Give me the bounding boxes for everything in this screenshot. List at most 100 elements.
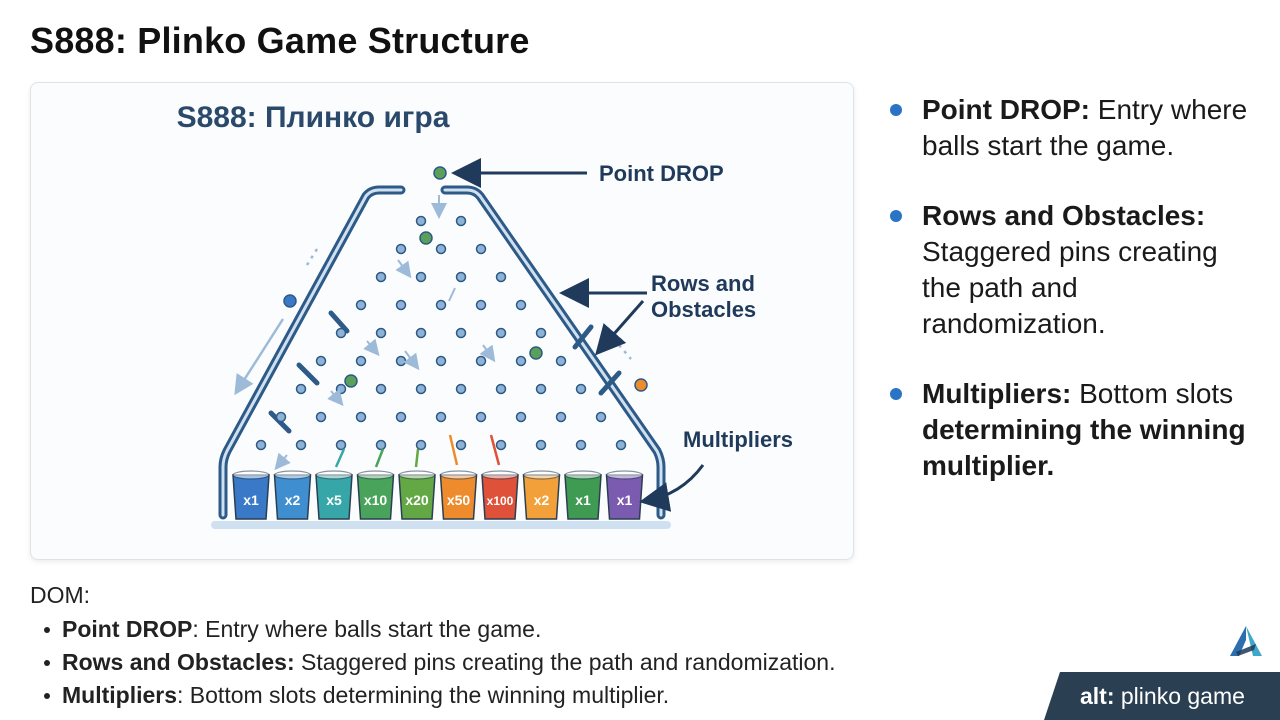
pin — [395, 411, 407, 423]
pin — [295, 383, 307, 395]
slot-label: x5 — [326, 492, 342, 508]
pin — [455, 383, 467, 395]
dom-description: DOM: Point DROP: Entry where balls start… — [30, 582, 1030, 712]
alt-prefix: alt: — [1080, 683, 1115, 709]
callout-point-drop: Point DROP — [599, 161, 724, 186]
explanation-list: Point DROP: Entry where balls start the … — [888, 92, 1260, 518]
dom-desc: Staggered pins creating the path and ran… — [294, 649, 836, 675]
pin — [355, 299, 367, 311]
pin — [375, 383, 387, 395]
pin — [435, 411, 447, 423]
bullet-icon — [44, 627, 50, 633]
slot-label: x1 — [575, 492, 591, 508]
callout-multipliers: Multipliers — [683, 427, 793, 452]
slot-label: x20 — [405, 492, 429, 508]
pin — [315, 411, 327, 423]
pin — [415, 383, 427, 395]
slot-label: x50 — [447, 492, 471, 508]
pin — [475, 299, 487, 311]
bullet-point-drop: Point DROP: Entry where balls start the … — [888, 92, 1260, 164]
pin — [335, 383, 347, 395]
multiplier-slot: x20 — [398, 470, 436, 520]
pin — [295, 439, 307, 451]
bullet-desc: Entry where balls start the game. — [922, 94, 1248, 161]
dom-list: Point DROP: Entry where balls start the … — [30, 613, 1030, 712]
alt-text-badge: alt: plinko game — [1044, 672, 1280, 720]
bullet-term: Rows and Obstacles: — [922, 200, 1206, 231]
pin — [415, 271, 427, 283]
pin — [475, 355, 487, 367]
slot-label: x1 — [243, 492, 259, 508]
pin — [555, 355, 567, 367]
multiplier-slot: x5 — [315, 470, 353, 520]
slot-rim — [315, 470, 353, 480]
pin — [495, 383, 507, 395]
dom-item: Point DROP: Entry where balls start the … — [30, 613, 1030, 646]
callout-arrows — [451, 158, 705, 512]
multiplier-slot: x50 — [439, 470, 478, 520]
pin — [395, 299, 407, 311]
slot-rim — [439, 470, 478, 480]
multiplier-slot: x1 — [232, 470, 270, 520]
dom-desc: : Bottom slots determining the winning m… — [177, 682, 670, 708]
figure-title: S888: Плинко игра — [177, 101, 450, 134]
bullet-icon — [44, 693, 50, 699]
multiplier-slot: x1 — [605, 470, 644, 520]
slot-label: x1 — [617, 492, 633, 508]
pin — [355, 355, 367, 367]
pin — [435, 299, 447, 311]
pin — [395, 243, 407, 255]
plinko-figure: S888: Плинко игра — [30, 82, 854, 560]
pin — [275, 411, 287, 423]
escaped-ball — [283, 294, 297, 308]
pin — [375, 439, 387, 451]
bullet-dot-icon — [890, 388, 902, 400]
pin — [435, 355, 447, 367]
multiplier-slot: x100 — [481, 470, 519, 520]
callout-rows-line2: Obstacles — [651, 297, 756, 322]
pin — [475, 243, 487, 255]
dom-label: DOM: — [30, 582, 91, 608]
multiplier-slots: x1 x2 x5 x10 x20 x50 x100 x2 x1 x1 — [232, 470, 644, 520]
bullet-desc: Bottom slots — [1079, 378, 1234, 409]
dom-desc: : Entry where balls start the game. — [192, 616, 542, 642]
pin — [535, 383, 547, 395]
multiplier-slot: x2 — [522, 470, 561, 520]
pin — [595, 411, 607, 423]
pin — [435, 243, 447, 255]
pin — [575, 383, 587, 395]
slot-label: x100 — [487, 494, 514, 508]
slot-rim — [356, 470, 395, 480]
multiplier-slot: x10 — [356, 470, 395, 520]
pin — [255, 439, 267, 451]
pin — [515, 299, 527, 311]
pin — [515, 355, 527, 367]
pin — [535, 439, 547, 451]
pin — [395, 355, 407, 367]
escaped-ball — [634, 378, 648, 392]
slot-label: x10 — [364, 492, 388, 508]
dom-term: Rows and Obstacles: — [62, 649, 295, 675]
pin — [415, 327, 427, 339]
dom-term: Multipliers — [62, 682, 178, 708]
bullet-icon — [44, 660, 50, 666]
pin — [615, 439, 627, 451]
pin — [355, 411, 367, 423]
pin — [455, 215, 467, 227]
dom-item: Multipliers: Bottom slots determining th… — [30, 679, 1030, 712]
pin — [375, 327, 387, 339]
slot-rim — [273, 470, 312, 480]
pin — [475, 411, 487, 423]
bullet-rows-obstacles: Rows and Obstacles: Staggered pins creat… — [888, 198, 1260, 342]
slot-rim — [564, 470, 602, 480]
slot-drop-arrows — [334, 434, 501, 468]
dom-item: Rows and Obstacles: Staggered pins creat… — [30, 646, 1030, 679]
pin — [455, 271, 467, 283]
pin — [455, 327, 467, 339]
ball — [344, 374, 358, 388]
pin — [495, 439, 507, 451]
bullet-term: Multipliers: — [922, 378, 1072, 409]
slot-label: x2 — [285, 492, 301, 508]
pin — [375, 271, 387, 283]
pin — [575, 439, 587, 451]
